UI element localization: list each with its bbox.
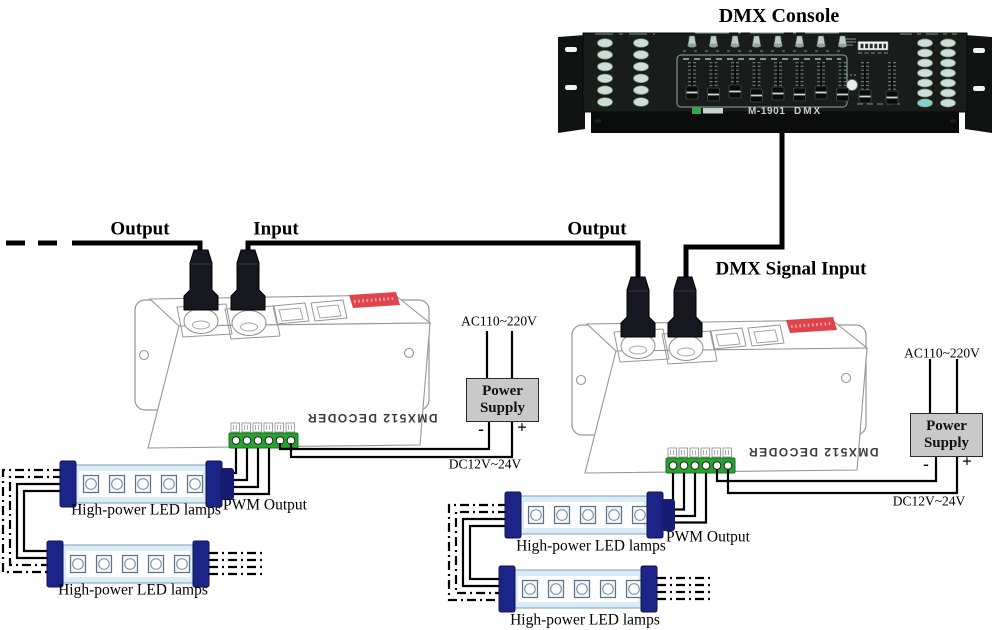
xlr-plugs xyxy=(183,249,703,338)
label-ac-voltage-1: AC110~220V xyxy=(461,313,537,329)
led-lamps xyxy=(46,460,675,613)
console-right-ear xyxy=(965,35,992,133)
psu2-line2: Supply xyxy=(923,435,970,451)
console-base xyxy=(591,112,959,133)
psu1-line2: Supply xyxy=(479,400,526,416)
psu2-line1: Power xyxy=(926,417,967,434)
console-logo xyxy=(692,107,701,114)
label-output-left: Output xyxy=(110,218,170,240)
led-display xyxy=(857,41,889,51)
led-lamp-4 xyxy=(498,565,658,613)
label-led-lamps-1: High-power LED lamps xyxy=(71,501,221,519)
psu1-minus: - xyxy=(478,419,484,439)
label-dc-voltage-1: DC12V~24V xyxy=(448,456,522,472)
label-ac-voltage-2: AC110~220V xyxy=(904,345,980,361)
label-output-right: Output xyxy=(567,218,627,240)
power-and-pwm-wires xyxy=(1,331,959,602)
psu2-plus: + xyxy=(962,451,972,471)
label-dc-voltage-2: DC12V~24V xyxy=(892,493,966,509)
led-lamp-2 xyxy=(46,540,210,588)
decoder2-nameplate: DMX512 DECODER xyxy=(747,445,879,459)
console-protocol-text: DMX xyxy=(794,106,822,117)
xlr-plug-2 xyxy=(230,249,266,311)
console-model-text: M-1901 xyxy=(748,106,786,117)
dmx-console-illustration: M-1901 DMX xyxy=(558,32,992,133)
power-supply-box-1: Power Supply xyxy=(466,378,539,422)
power-supply-box-2: Power Supply xyxy=(910,413,983,457)
psu2-minus: - xyxy=(923,454,929,474)
xlr-plug-4 xyxy=(667,276,703,338)
label-pwm-output-1: PWM Output xyxy=(223,496,307,514)
xlr-plug-1 xyxy=(183,249,219,311)
console-title: DMX Console xyxy=(718,5,840,27)
label-input: Input xyxy=(253,218,299,240)
label-dmx-signal-input: DMX Signal Input xyxy=(715,258,867,280)
xlr-plug-3 xyxy=(620,276,656,338)
psu1-plus: + xyxy=(517,417,527,437)
fader-panel-outline xyxy=(676,54,848,108)
dmx-signal-cables xyxy=(6,130,785,279)
decoder1-nameplate: DMX512 DECODER xyxy=(306,411,438,425)
psu1-line1: Power xyxy=(482,382,523,399)
led-lamp-1 xyxy=(59,460,234,508)
led-lamp-3 xyxy=(504,491,675,539)
label-pwm-output-2: PWM Output xyxy=(666,528,750,546)
label-led-lamps-4: High-power LED lamps xyxy=(510,611,660,629)
label-led-lamps-2: High-power LED lamps xyxy=(58,581,208,599)
console-left-ear xyxy=(558,35,585,133)
label-led-lamps-3: High-power LED lamps xyxy=(516,537,666,555)
